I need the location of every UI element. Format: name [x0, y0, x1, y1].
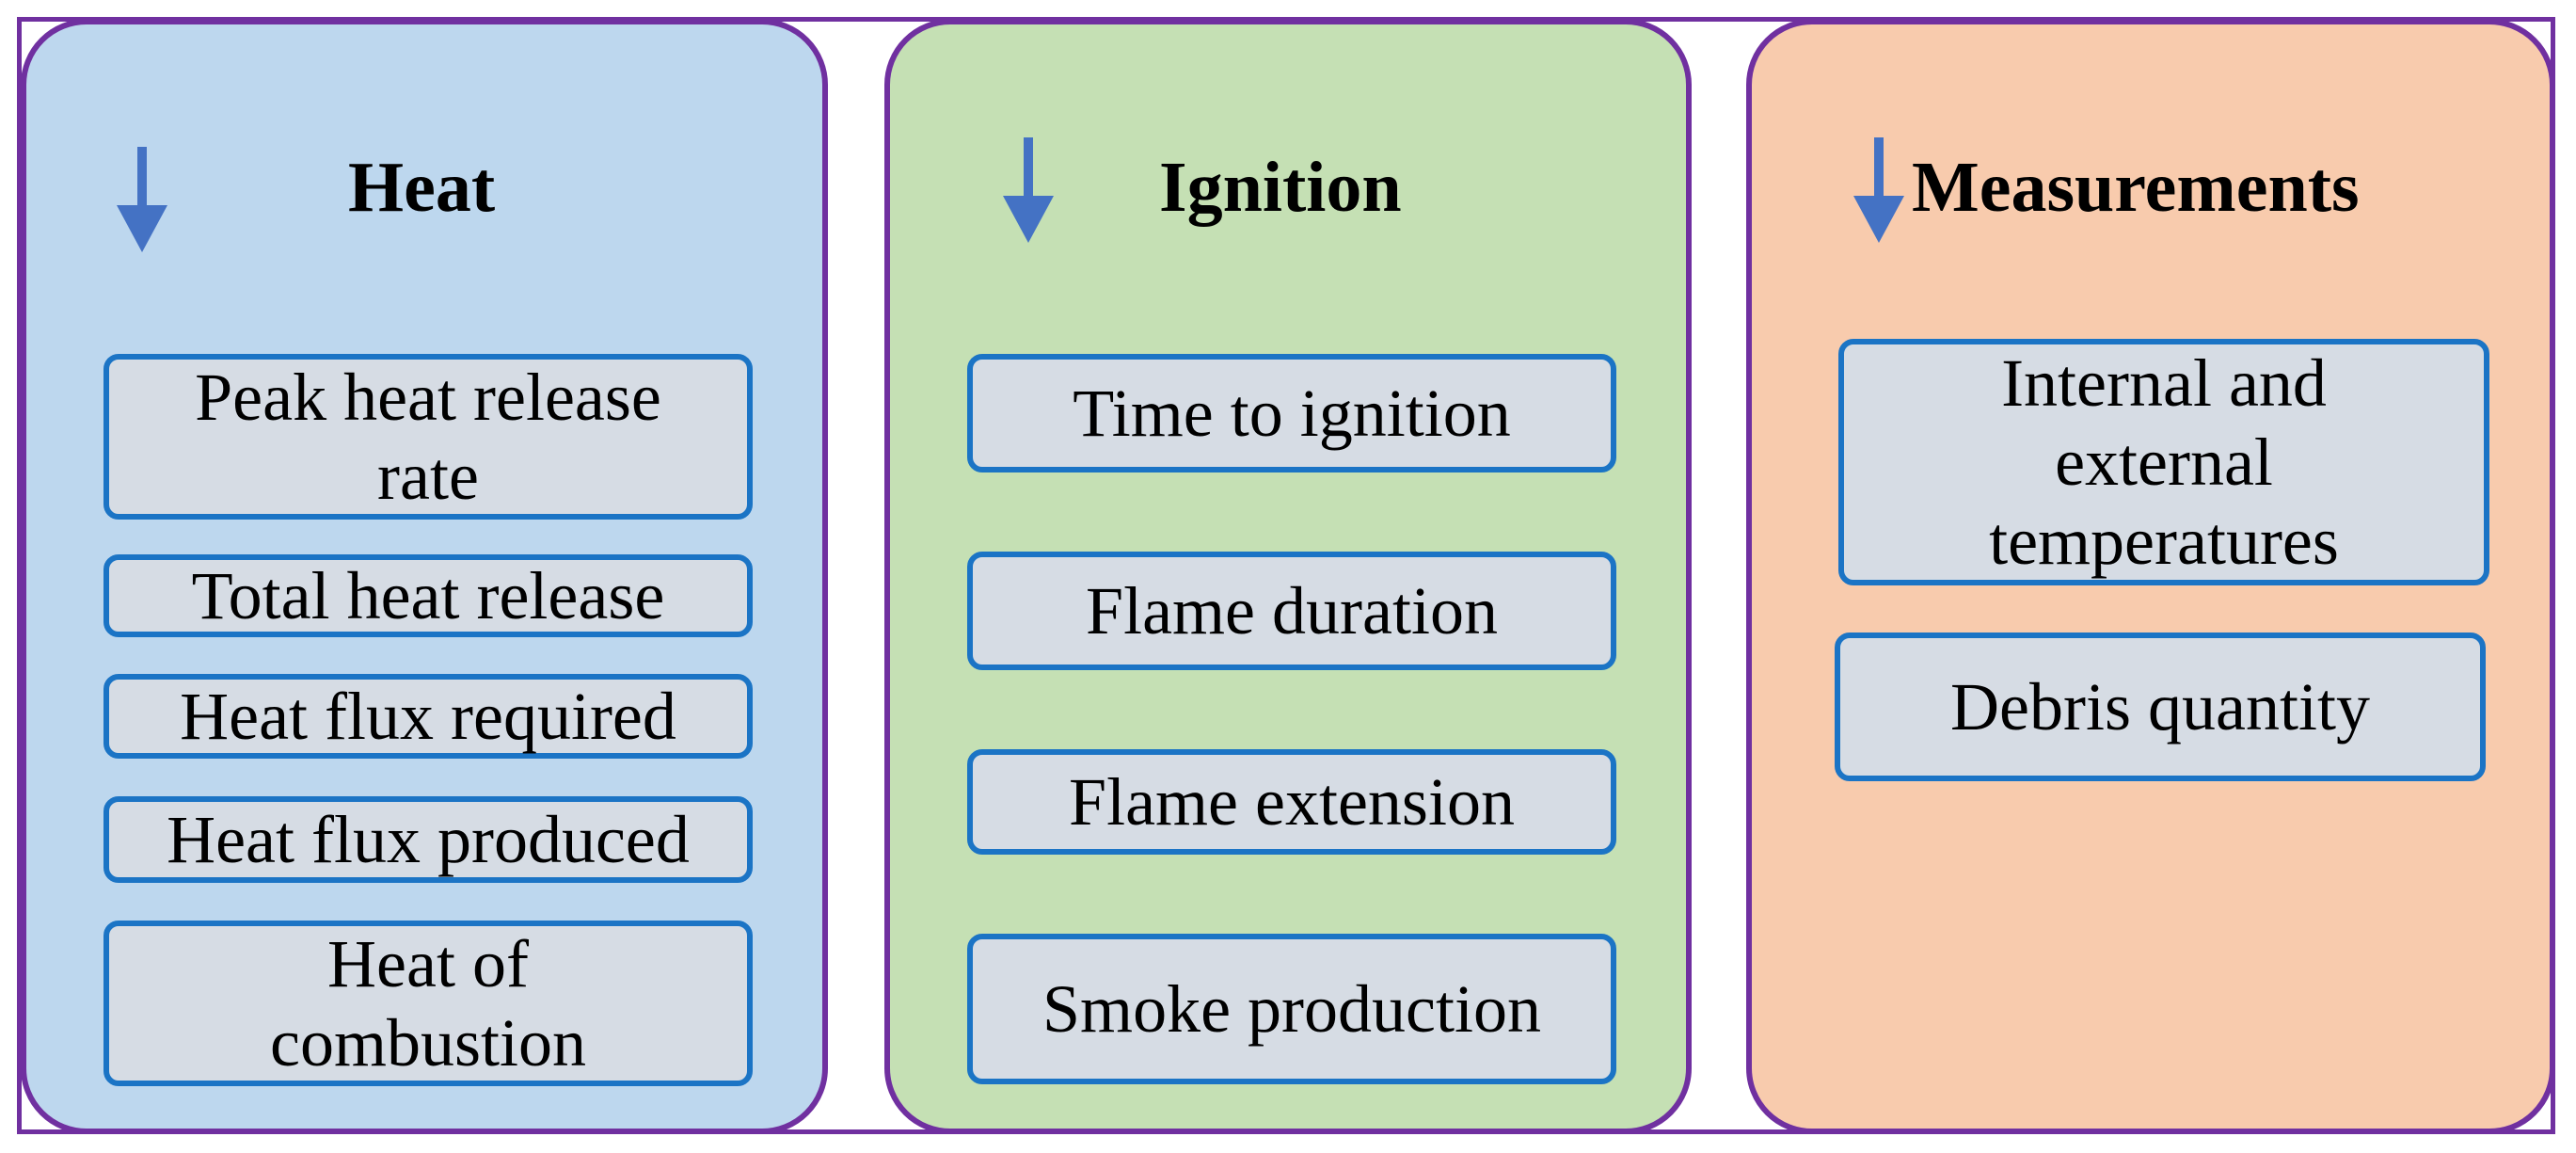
item-label: Heat flux produced	[167, 801, 690, 877]
item-box: Heat of combustion	[103, 921, 753, 1086]
item-label: Flame duration	[1086, 572, 1498, 649]
item-label: Flame extension	[1069, 763, 1515, 840]
column-title: Heat	[348, 148, 496, 227]
item-label: Heat of combustion	[270, 925, 586, 1081]
item-label: Time to ignition	[1073, 375, 1511, 451]
item-box: Internal and external temperatures	[1838, 339, 2489, 585]
item-box: Time to ignition	[967, 354, 1616, 472]
item-label: Heat flux required	[180, 678, 676, 754]
item-label: Total heat release	[191, 557, 665, 633]
item-box: Heat flux produced	[103, 796, 753, 883]
column-title: Measurements	[1912, 148, 2360, 227]
column-ignition: Ignition Time to ignition Flame duration…	[884, 19, 1692, 1134]
item-box: Peak heat release rate	[103, 354, 753, 520]
column-heat: Heat Peak heat release rate Total heat r…	[21, 19, 828, 1134]
item-label: Internal and external temperatures	[1989, 344, 2339, 580]
column-title: Ignition	[1159, 148, 1402, 227]
arrow-down-icon	[117, 147, 167, 252]
item-box: Flame extension	[967, 749, 1616, 855]
item-label: Debris quantity	[1950, 668, 2370, 745]
item-label: Smoke production	[1042, 970, 1541, 1047]
item-box: Smoke production	[967, 934, 1616, 1084]
column-measurements: Measurements Internal and external tempe…	[1746, 19, 2555, 1134]
item-box: Total heat release	[103, 554, 753, 637]
item-label: Peak heat release rate	[195, 359, 661, 514]
item-box: Debris quantity	[1835, 633, 2486, 781]
item-box: Heat flux required	[103, 674, 753, 759]
arrow-down-icon	[1853, 137, 1904, 243]
arrow-down-icon	[1003, 137, 1054, 243]
item-box: Flame duration	[967, 552, 1616, 670]
